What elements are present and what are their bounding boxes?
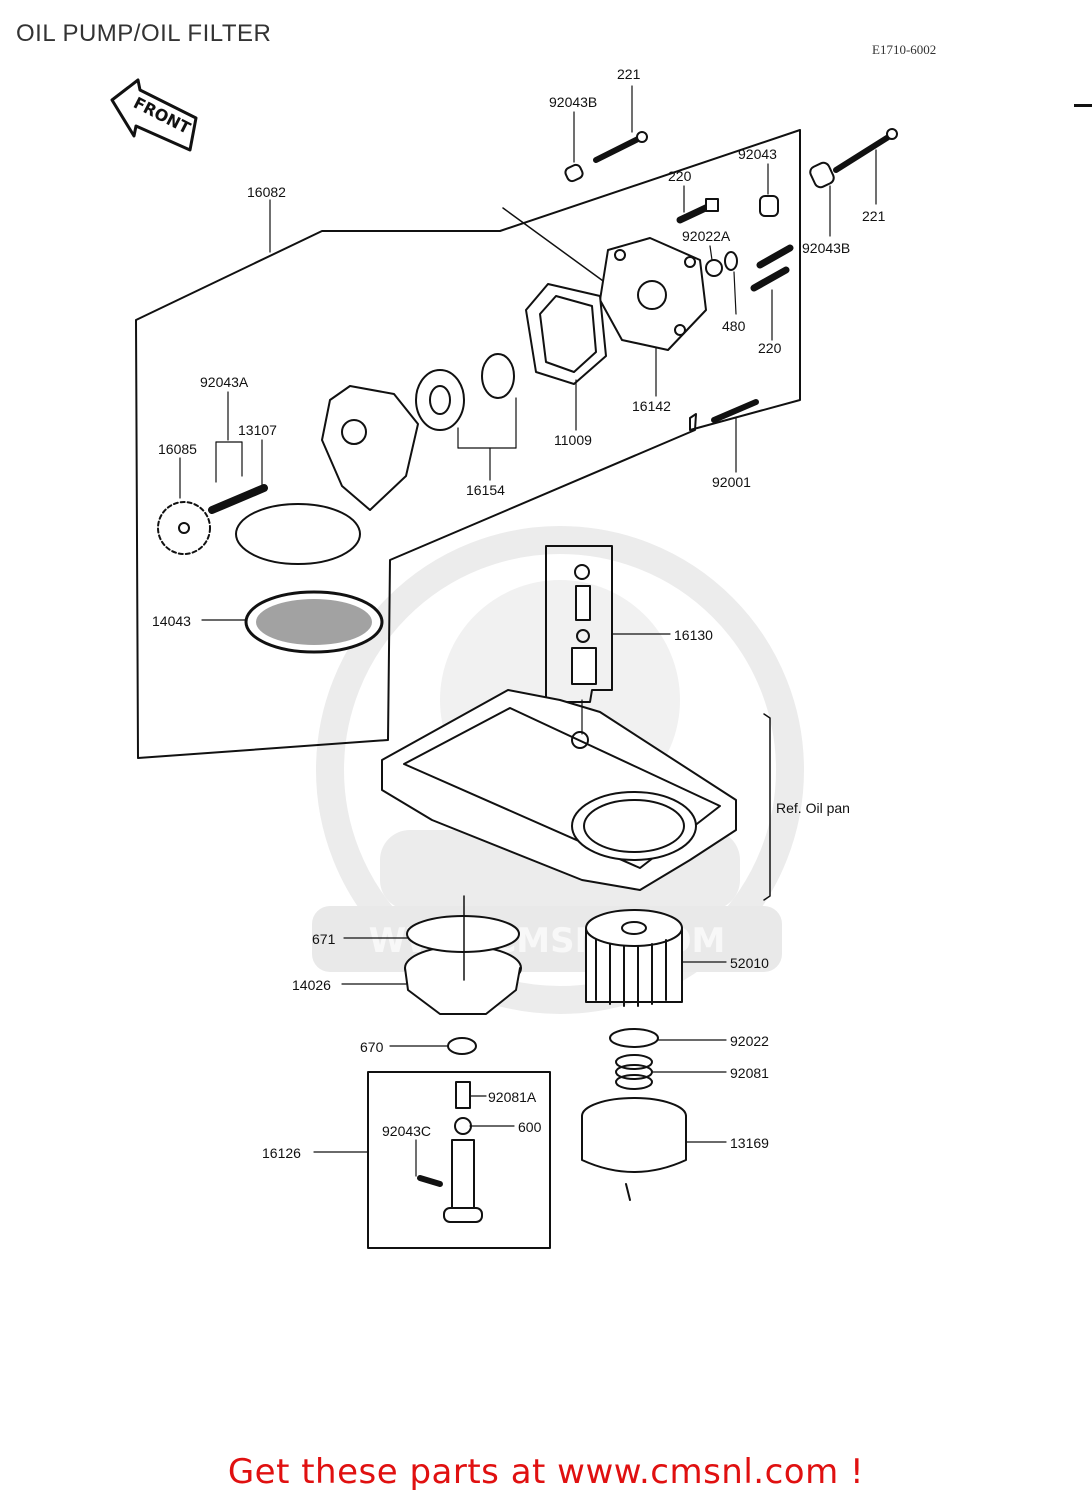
- label-oil-pan-ref: Ref. Oil pan: [776, 800, 850, 816]
- filter-cover-14026: [404, 895, 522, 1015]
- label-221-right: 221: [862, 208, 886, 224]
- bolt-221-right: [833, 128, 898, 173]
- label-92081A: 92081A: [488, 1089, 537, 1105]
- diagram-code: E1710-6002: [872, 42, 937, 57]
- bypass-valve-outline: [367, 1071, 551, 1249]
- label-92043: 92043: [738, 146, 777, 162]
- pump-cover-16142: [599, 237, 707, 351]
- label-16130: 16130: [674, 627, 713, 643]
- leader-lines: [179, 85, 877, 1177]
- label-480: 480: [722, 318, 746, 334]
- page-title: OIL PUMP/OIL FILTER: [16, 20, 272, 47]
- oring-480: [724, 251, 738, 271]
- label-13169: 13169: [730, 1135, 769, 1151]
- label-92043C: 92043C: [382, 1123, 432, 1139]
- label-92022A: 92022A: [682, 228, 731, 244]
- filter-element-52010: [585, 909, 683, 1007]
- bypass-valve-16126: [417, 1081, 483, 1223]
- label-13107: 13107: [238, 422, 277, 438]
- washer-92022: [609, 1028, 659, 1048]
- label-14026: 14026: [292, 977, 331, 993]
- relief-valve-16130: [571, 564, 597, 685]
- bolt-220-right-b: [750, 266, 790, 292]
- label-221-top: 221: [617, 66, 641, 82]
- label-16126: 16126: [262, 1145, 301, 1161]
- sprocket-16085: [157, 501, 211, 555]
- washer-92022A: [705, 259, 723, 277]
- label-600: 600: [518, 1119, 542, 1135]
- bolt-92001: [711, 399, 759, 423]
- pin-92043B-top: [564, 163, 584, 183]
- label-92043B-top: 92043B: [549, 94, 598, 110]
- label-92022: 92022: [730, 1033, 769, 1049]
- label-52010: 52010: [730, 955, 769, 971]
- label-14043: 14043: [152, 613, 191, 629]
- label-670: 670: [360, 1039, 384, 1055]
- label-16082: 16082: [247, 184, 286, 200]
- bolt-220-right-a: [756, 244, 794, 269]
- pin-92043B-right: [809, 161, 835, 189]
- oil-screen-14043: [244, 590, 384, 654]
- label-16085: 16085: [158, 441, 197, 457]
- label-11009: 11009: [554, 432, 592, 448]
- oring-670: [447, 1037, 477, 1055]
- label-92043A: 92043A: [200, 374, 249, 390]
- edge-mark: [1074, 104, 1092, 107]
- promo-link[interactable]: Get these parts at www.cmsnl.com !: [227, 1452, 865, 1492]
- label-92081: 92081: [730, 1065, 769, 1081]
- rotor-set-16154: [415, 353, 515, 431]
- filter-bowl-13169: [581, 1097, 687, 1173]
- oil-pump-assembly-outline: [135, 129, 801, 759]
- label-92043B-right: 92043B: [802, 240, 851, 256]
- label-16142: 16142: [632, 398, 671, 414]
- front-arrow-icon: FRONT: [110, 78, 198, 152]
- label-220-top: 220: [668, 168, 692, 184]
- strainer-housing: [208, 484, 361, 565]
- bolt-220-top: [676, 198, 719, 224]
- gasket-11009: [525, 283, 607, 385]
- pump-body: [321, 385, 419, 511]
- label-671: 671: [312, 931, 336, 947]
- oil-pan-bracket: [763, 713, 771, 901]
- label-16154: 16154: [466, 482, 505, 498]
- oil-pan: [381, 689, 737, 891]
- bolt-221-top: [593, 131, 648, 163]
- pin-92043: [759, 195, 779, 217]
- spring-92081: [615, 1054, 653, 1090]
- label-92001: 92001: [712, 474, 751, 490]
- label-220-right: 220: [758, 340, 782, 356]
